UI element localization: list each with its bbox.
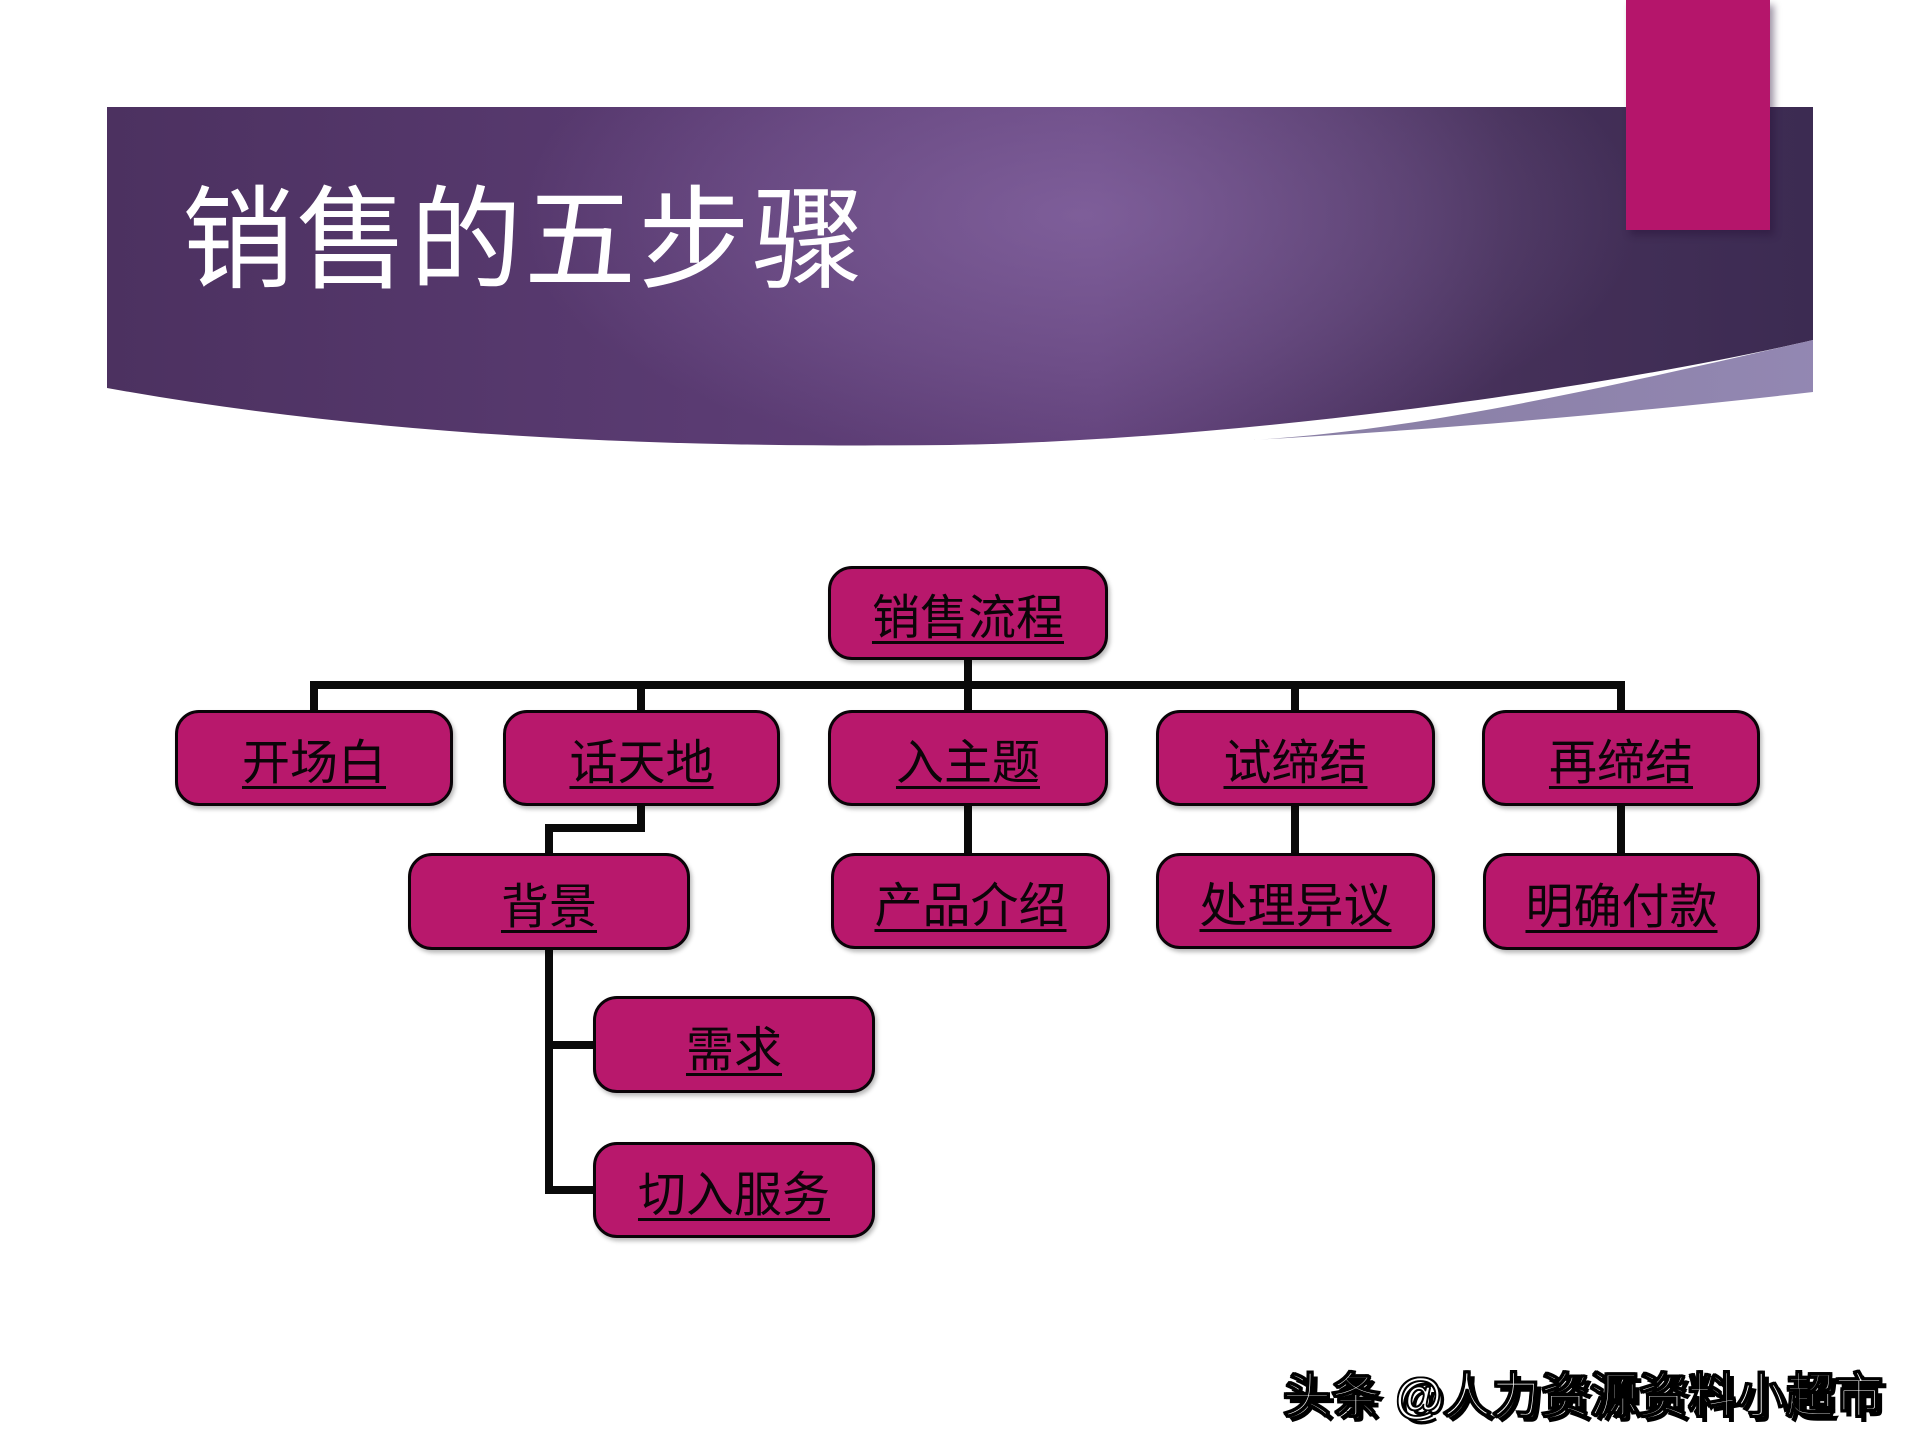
watermark-text: 头条 @人力资源资料小超市 bbox=[1282, 1369, 1884, 1424]
node-background: 背景 bbox=[408, 853, 690, 950]
node-trial-close: 试缔结 bbox=[1156, 710, 1435, 806]
node-cut-in-service: 切入服务 bbox=[593, 1142, 875, 1238]
banner-swoosh bbox=[1250, 340, 1813, 440]
slide-title: 销售的五步骤 bbox=[182, 180, 866, 304]
header-banner bbox=[107, 107, 1813, 446]
node-small-talk: 话天地 bbox=[503, 710, 780, 806]
node-sales-process: 销售流程 bbox=[828, 566, 1108, 660]
node-opening-label: 开场白 bbox=[241, 737, 386, 790]
node-needs: 需求 bbox=[593, 996, 875, 1093]
connector-background-trunk bbox=[545, 948, 595, 1194]
node-re-close-label: 再缔结 bbox=[1548, 737, 1693, 790]
connector-level1-rail bbox=[310, 681, 1625, 710]
node-product-intro-label: 产品介绍 bbox=[874, 880, 1067, 933]
node-background-label: 背景 bbox=[500, 880, 597, 934]
node-handle-objections-label: 处理异议 bbox=[1199, 880, 1392, 933]
node-enter-topic-label: 入主题 bbox=[895, 737, 1040, 790]
banner-highlight bbox=[520, 107, 1640, 446]
node-handle-objections: 处理异议 bbox=[1156, 853, 1435, 949]
node-opening: 开场白 bbox=[175, 710, 453, 806]
node-trial-close-label: 试缔结 bbox=[1223, 737, 1368, 790]
node-enter-topic: 入主题 bbox=[828, 710, 1108, 806]
node-sales-process-label: 销售流程 bbox=[871, 592, 1064, 645]
node-cut-in-service-label: 切入服务 bbox=[637, 1169, 830, 1222]
node-needs-label: 需求 bbox=[685, 1023, 782, 1077]
accent-bar bbox=[1626, 0, 1770, 230]
node-confirm-payment: 明确付款 bbox=[1483, 853, 1760, 950]
connector-small-talk-background bbox=[545, 804, 645, 853]
node-re-close: 再缔结 bbox=[1482, 710, 1760, 806]
node-confirm-payment-label: 明确付款 bbox=[1525, 880, 1718, 934]
node-product-intro: 产品介绍 bbox=[831, 853, 1110, 949]
node-small-talk-label: 话天地 bbox=[569, 737, 714, 790]
